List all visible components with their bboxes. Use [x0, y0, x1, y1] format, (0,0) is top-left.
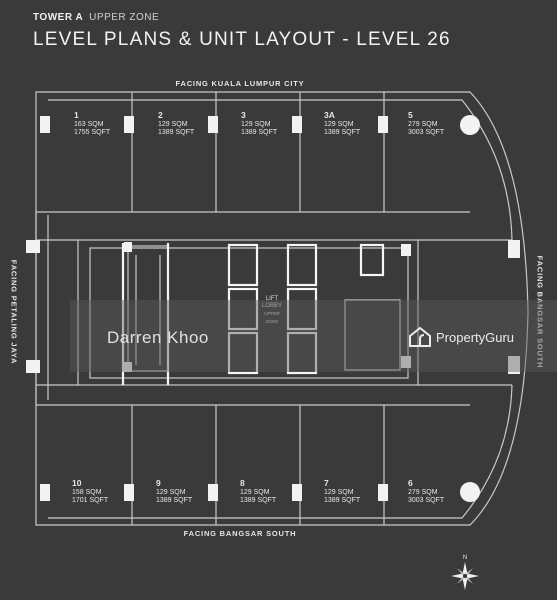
unit-number: 2: [158, 110, 163, 120]
unit-sqft: 1389 SQFT: [324, 497, 361, 504]
unit-sqft: 3003 SQFT: [408, 129, 445, 136]
unit-sqft: 1389 SQFT: [156, 497, 193, 504]
unit-2[interactable]: 2 129 SQM 1389 SQFT: [158, 111, 194, 138]
unit-sqm: 129 SQM: [324, 120, 354, 128]
outer-wall: [35, 91, 529, 526]
column: [124, 484, 134, 501]
unit-sqm: 158 SQM: [72, 488, 102, 496]
unit-10[interactable]: 10 158 SQM 1701 SQFT: [72, 479, 108, 506]
unit-sqm: 129 SQM: [241, 120, 271, 128]
column: [26, 240, 40, 253]
column: [508, 240, 520, 258]
core-inner: [89, 247, 409, 379]
header: TOWER A UPPER ZONE LEVEL PLANS & UNIT LAY…: [33, 12, 451, 51]
column: [401, 356, 411, 368]
watermark-brand: PropertyGuru: [408, 326, 514, 348]
unit-8[interactable]: 8 129 SQM 1389 SQFT: [240, 479, 276, 506]
propertyguru-logo-icon: [409, 326, 431, 347]
unit-7[interactable]: 7 129 SQM 1389 SQFT: [324, 479, 360, 506]
unit-sqft: 1389 SQFT: [240, 497, 277, 504]
zone-name: UPPER ZONE: [89, 12, 160, 23]
lift-4: [286, 287, 318, 331]
unit-9[interactable]: 9 129 SQM 1389 SQFT: [156, 479, 192, 506]
facing-left-label: FACING PETALING JAYA: [9, 259, 19, 365]
lift-core-highlight: [121, 243, 170, 385]
bottom-band-wall: [48, 384, 513, 519]
column: [378, 484, 388, 501]
column: [124, 362, 132, 372]
column: [124, 242, 132, 252]
unit-1[interactable]: 1 163 SQM 1755 SQFT: [74, 111, 110, 138]
unit-number: 7: [324, 478, 329, 488]
unit-number: 5: [408, 110, 413, 120]
unit-sqft: 1389 SQFT: [241, 129, 278, 136]
column: [508, 356, 520, 374]
tower-label: TOWER A UPPER ZONE: [33, 12, 451, 23]
column: [124, 116, 134, 133]
unit-sqm: 129 SQM: [240, 488, 270, 496]
lobby-sub: UPPER ZONE: [264, 311, 280, 324]
column-round: [460, 115, 480, 135]
unit-3a[interactable]: 3A 129 SQM 1389 SQFT: [324, 111, 360, 138]
unit-sqft: 1389 SQFT: [324, 129, 361, 136]
unit-number: 3A: [324, 110, 335, 120]
watermark-band: [70, 300, 557, 372]
unit-sqft: 1389 SQFT: [158, 129, 195, 136]
column: [378, 116, 388, 133]
page-title: LEVEL PLANS & UNIT LAYOUT - LEVEL 26: [33, 29, 451, 50]
column: [40, 484, 50, 501]
lift-5: [286, 331, 318, 375]
right-stair: [344, 299, 401, 371]
compass-icon: N: [451, 555, 479, 590]
lift-1: [227, 243, 259, 287]
column: [208, 116, 218, 133]
unit-5[interactable]: 5 279 SQM 3003 SQFT: [408, 111, 444, 138]
unit-number: 3: [241, 110, 246, 120]
unit-sqft: 1701 SQFT: [72, 497, 109, 504]
watermark-brand-text: PropertyGuru: [436, 329, 515, 345]
lobby-title: LIFT LOBBY: [261, 296, 282, 309]
unit-3[interactable]: 3 129 SQM 1389 SQFT: [241, 111, 277, 138]
compass-north-label: N: [463, 555, 467, 561]
unit-sqft: 1755 SQFT: [74, 129, 111, 136]
unit-number: 6: [408, 478, 413, 488]
column: [401, 244, 411, 256]
unit-sqm: 129 SQM: [156, 488, 186, 496]
unit-number: 10: [72, 478, 82, 488]
lift-3: [286, 243, 318, 287]
unit-number: 9: [156, 478, 161, 488]
lift-lobby-label: LIFT LOBBY UPPER ZONE: [258, 296, 286, 326]
column: [292, 484, 302, 501]
unit-sqft: 3003 SQFT: [408, 497, 445, 504]
lift-6: [227, 331, 259, 375]
core-outer: [77, 239, 419, 386]
watermark-agent: Darren Khoo: [107, 328, 209, 347]
unit-number: 1: [74, 110, 79, 120]
column: [292, 116, 302, 133]
facing-bottom-label: FACING BANGSAR SOUTH: [183, 529, 297, 538]
column-round: [460, 482, 480, 502]
unit-number: 8: [240, 478, 245, 488]
column: [208, 484, 218, 501]
unit-6[interactable]: 6 279 SQM 3003 SQFT: [408, 479, 444, 506]
service-lift: [359, 243, 385, 277]
tower-name: TOWER A: [33, 12, 84, 23]
unit-sqm: 129 SQM: [158, 120, 188, 128]
column: [26, 360, 40, 373]
top-band-wall: [48, 99, 513, 241]
facing-top-label: FACING KUALA LUMPUR CITY: [175, 79, 305, 88]
unit-sqm: 163 SQM: [74, 120, 104, 128]
column: [40, 116, 50, 133]
unit-sqm: 129 SQM: [324, 488, 354, 496]
unit-sqm: 279 SQM: [408, 488, 438, 496]
lift-2: [227, 287, 259, 331]
unit-sqm: 279 SQM: [408, 120, 438, 128]
